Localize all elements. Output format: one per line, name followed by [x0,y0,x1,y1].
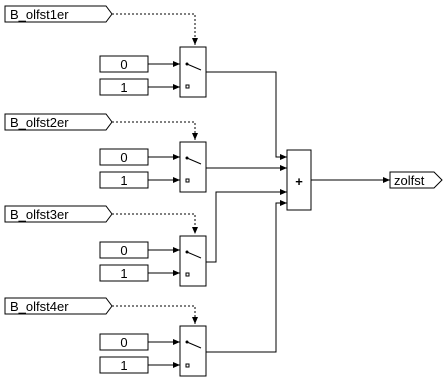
switch-block[interactable] [179,46,207,98]
output-label: zolfst [394,173,425,188]
switch-block[interactable] [179,325,207,377]
control-signal-line [112,305,198,324]
signal-line [206,189,287,263]
switch-icon [185,340,202,368]
control-signal-line [112,13,198,45]
channel-4: B_olfst4er 0 1 [4,297,207,377]
signal-line [206,71,287,160]
selector-input-port[interactable] [4,113,113,131]
output-port[interactable] [389,171,443,189]
control-signal-line [112,121,198,140]
constant-value: 0 [120,57,127,72]
switch-block[interactable] [179,141,207,193]
constant-value: 1 [120,266,127,281]
switch-icon [185,62,202,89]
channel-1: B_olfst1er 0 1 [4,5,207,98]
selector-input-port[interactable] [4,5,113,23]
selector-label: B_olfst1er [10,7,69,22]
selector-label: B_olfst2er [10,115,69,130]
switch-block[interactable] [179,235,207,287]
constant-value: 0 [120,150,127,165]
constant-value: 0 [120,335,127,350]
selector-input-port[interactable] [4,297,113,315]
channel-2: B_olfst2er 0 1 [4,113,207,193]
constant-value: 0 [120,243,127,258]
selector-label: B_olfst3er [10,207,69,222]
switch-icon [185,156,202,183]
constant-value: 1 [120,173,127,188]
constant-value: 1 [120,80,127,95]
control-signal-line [112,213,198,234]
selector-label: B_olfst4er [10,299,69,314]
sum-sign: + [295,174,303,189]
switch-icon [185,250,202,277]
signal-line [206,200,287,353]
selector-input-port[interactable] [4,205,113,223]
channel-3: B_olfst3er 0 1 [4,205,207,287]
sum-block[interactable] [286,149,312,211]
constant-value: 1 [120,358,127,373]
